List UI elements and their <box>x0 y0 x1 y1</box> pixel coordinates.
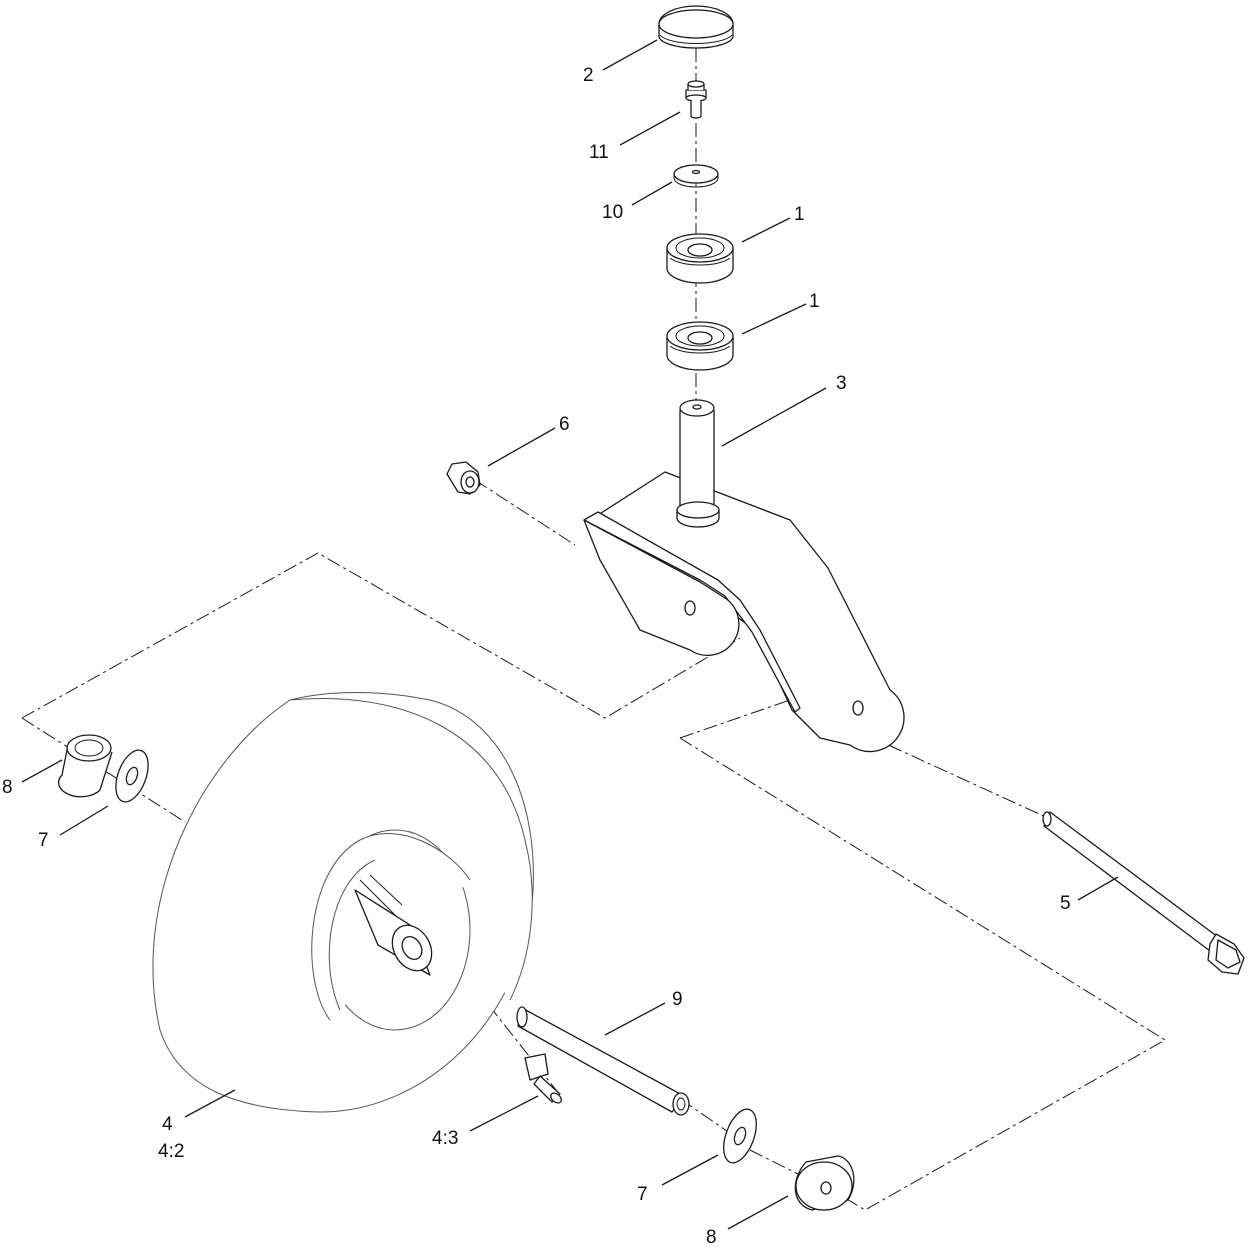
callout-6: 6 <box>559 414 570 435</box>
bushing-part-8-right <box>794 1155 855 1211</box>
nut-part-6 <box>446 461 481 495</box>
callout-4-3: 4:3 <box>432 1128 458 1149</box>
callout-7-left: 7 <box>38 830 49 851</box>
valve-stem-part-4-3 <box>524 1053 562 1104</box>
callout-8-right: 8 <box>706 1227 717 1248</box>
washer-part-7-left <box>115 749 149 803</box>
callout-7-right: 7 <box>637 1184 648 1205</box>
washer-part-10 <box>673 164 719 188</box>
leader-lines <box>21 39 1119 1230</box>
callout-10: 10 <box>602 202 623 223</box>
wheel-tire-part-4 <box>152 692 534 1113</box>
callout-11: 11 <box>589 142 609 163</box>
callout-9: 9 <box>672 989 683 1010</box>
callout-2: 2 <box>583 65 594 86</box>
bearing-part-1-lower <box>666 321 734 371</box>
callout-3: 3 <box>836 373 847 394</box>
bearing-part-1-upper <box>666 233 734 284</box>
callout-5: 5 <box>1060 893 1071 914</box>
callout-1-upper: 1 <box>794 204 805 225</box>
washer-part-7-right <box>723 1108 757 1164</box>
bolt-part-11 <box>685 80 707 119</box>
callout-4-2: 4:2 <box>158 1141 184 1162</box>
spacer-tube-part-9 <box>516 1006 690 1116</box>
cap-part-2 <box>658 5 734 49</box>
callout-labels: 2 11 10 1 1 3 6 8 7 5 9 4 4:2 4:3 7 8 <box>2 65 1071 1248</box>
callout-1-lower: 1 <box>809 291 820 312</box>
axle-bolt-part-5 <box>1042 811 1245 975</box>
callout-8-left: 8 <box>2 777 13 798</box>
caster-fork-part-3 <box>583 399 905 753</box>
bushing-part-8-left <box>58 734 113 798</box>
callout-4: 4 <box>162 1114 173 1135</box>
